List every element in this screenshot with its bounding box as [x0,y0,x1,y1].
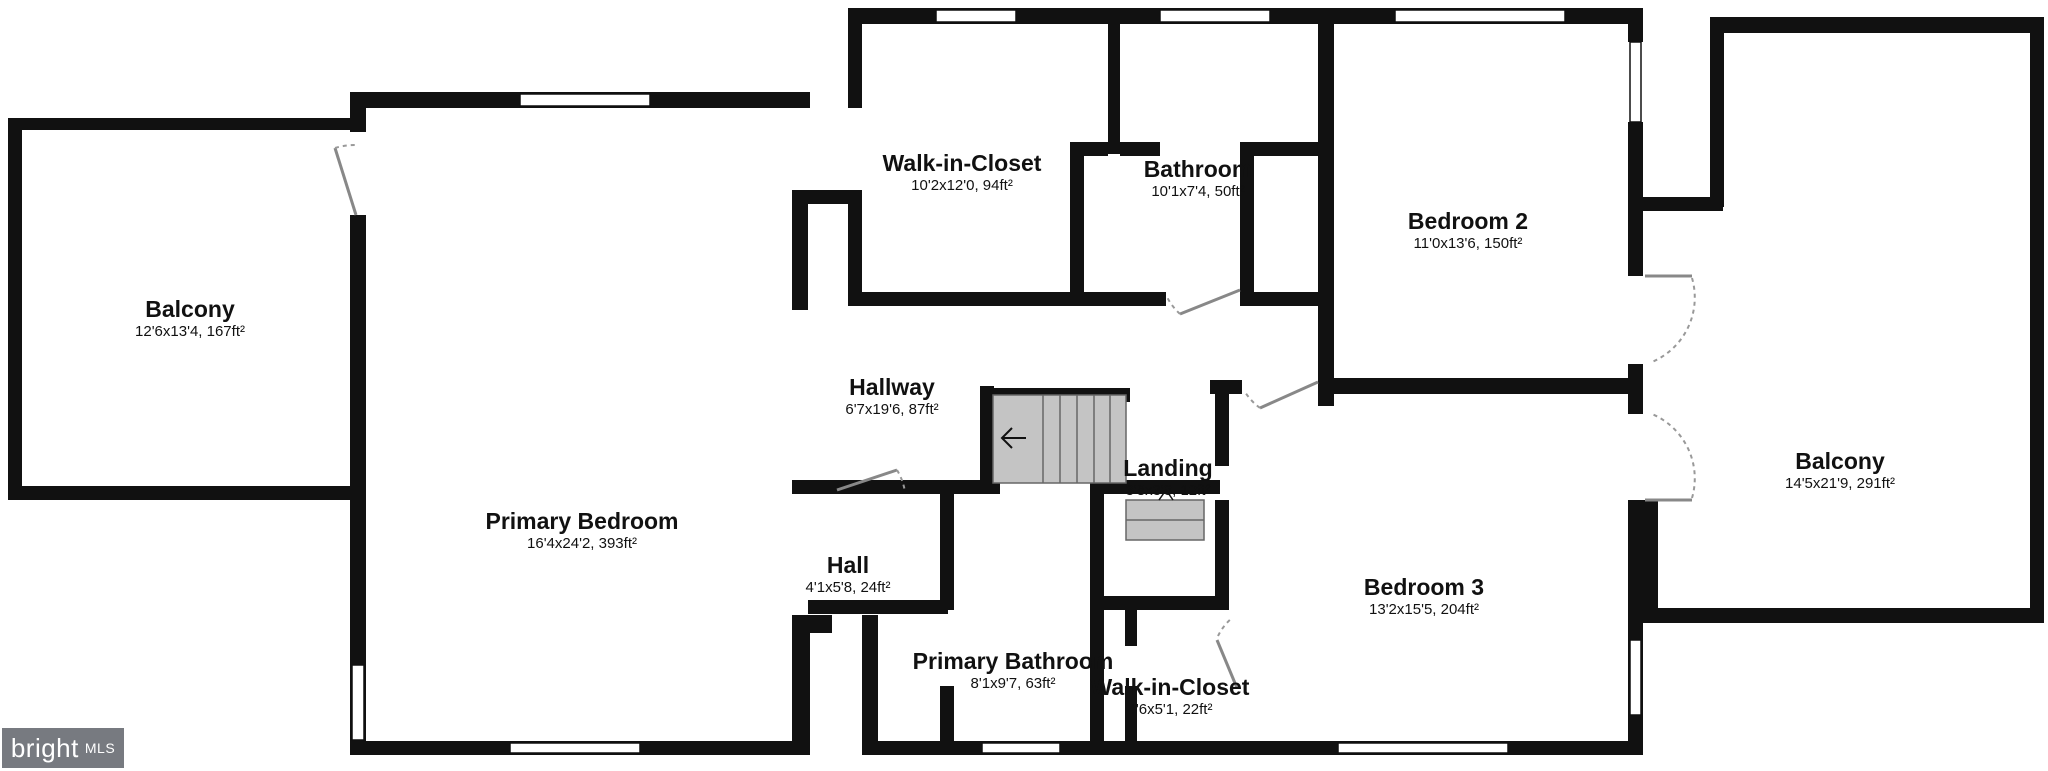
staircase [980,388,1205,541]
room-landing: Landing 3'8x3'3, 12ft² [1123,455,1212,501]
room-dimensions: 4'6x5'1, 22ft² [1127,701,1213,718]
room-walk-in-closet-bottom: Walk-in-Closet 4'6x5'1, 22ft² [1091,674,1250,720]
room-dimensions: 11'0x13'6, 150ft² [1413,235,1523,252]
room-dimensions: 12'6x13'4, 167ft² [135,323,245,340]
room-name: Hallway [849,374,935,400]
room-dimensions: 13'2x15'5, 204ft² [1369,601,1479,618]
brand-name: bright [10,732,79,763]
room-dimensions: 4'1x5'8, 24ft² [805,579,891,596]
room-balcony-right: Balcony 14'5x21'9, 291ft² [1785,448,1895,494]
room-hallway: Hallway 6'7x19'6, 87ft² [845,374,938,420]
room-name: Bedroom 2 [1407,208,1529,234]
room-primary-bathroom: Primary Bathroom 8'1x9'7, 63ft² [913,648,1114,694]
room-name: Primary Bathroom [912,648,1114,674]
brand-suffix: MLS [84,740,116,756]
windows [352,10,1641,753]
room-hall: Hall 4'1x5'8, 24ft² [806,552,891,598]
room-dimensions: 10'1x7'4, 50ft² [1151,183,1245,200]
room-name: Hall [826,552,870,578]
door-swings [333,143,1696,689]
up-arrow-icon [1158,488,1174,501]
room-primary-bedroom: Primary Bedroom 16'4x24'2, 393ft² [485,508,678,554]
room-name: Balcony [1795,448,1885,474]
interior-walls [792,18,1643,755]
room-walk-in-closet-top: Walk-in-Closet 10'2x12'0, 94ft² [883,150,1042,196]
room-name: Walk-in-Closet [1090,674,1250,700]
room-name: Bedroom 3 [1363,574,1485,600]
window-outlines [351,9,1642,754]
room-bedroom-2: Bedroom 2 11'0x13'6, 150ft² [1408,208,1528,254]
room-balcony-left: Balcony 12'6x13'4, 167ft² [135,296,245,342]
room-name: Primary Bedroom [485,508,679,534]
left-arrow-icon [1000,427,1026,449]
room-bathroom: Bathroom 10'1x7'4, 50ft² [1144,156,1253,202]
room-name: Bathroom [1143,156,1253,182]
room-dimensions: 14'5x21'9, 291ft² [1785,475,1895,492]
room-bedroom-3: Bedroom 3 13'2x15'5, 204ft² [1364,574,1484,620]
room-dimensions: 3'8x3'3, 12ft² [1125,482,1211,499]
brand-badge: bright MLS [2,728,124,768]
room-name: Landing [1123,455,1213,481]
room-name: Walk-in-Closet [882,150,1042,176]
room-name: Balcony [145,296,235,322]
room-dimensions: 16'4x24'2, 393ft² [527,535,637,552]
room-dimensions: 8'1x9'7, 63ft² [970,675,1056,692]
exterior-walls [8,8,2044,755]
room-dimensions: 10'2x12'0, 94ft² [911,177,1013,194]
room-dimensions: 6'7x19'6, 87ft² [845,401,939,418]
